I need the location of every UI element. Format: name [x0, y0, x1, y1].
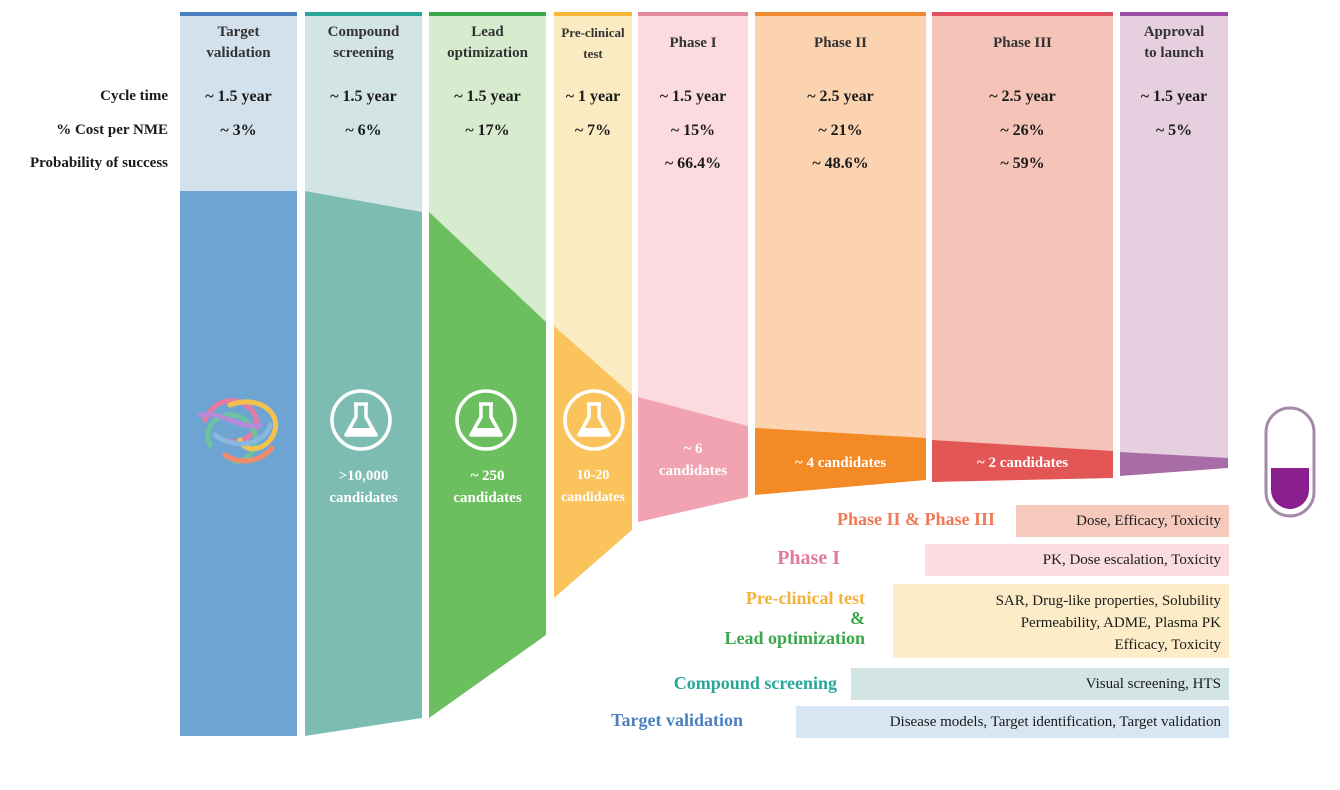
row-label-success: Probability of success: [29, 155, 168, 171]
accent-bar-approval: [1120, 12, 1228, 16]
column-bg-compound-screening: [305, 16, 422, 216]
cost-target-validation: ~ 3%: [220, 122, 257, 139]
cost-phase3: ~ 26%: [1000, 122, 1045, 139]
stage-header-phase1: Phase I: [669, 35, 717, 51]
legend-box-phase2-3: Dose, Efficacy, Toxicity: [1016, 505, 1229, 537]
stage-header-preclinical: Pre-clinical test: [561, 25, 625, 61]
legend-text-preclinical-line2: Permeability, ADME, Plasma PK: [1020, 615, 1221, 631]
success-phase2: ~ 48.6%: [812, 155, 869, 172]
accent-bar-phase1: [638, 12, 748, 16]
candidates-lead-optimization: ~ 250 candidates: [453, 468, 522, 506]
legend-ampersand: &: [850, 608, 865, 628]
candidates-phase3: ~ 2 candidates: [976, 455, 1069, 471]
stage-header-approval: Approval to launch: [1143, 24, 1205, 61]
legend-text-preclinical-line1: SAR, Drug-like properties, Solubility: [995, 593, 1221, 609]
stage-header-target-validation: Target validation: [206, 24, 271, 61]
legend-title-phase1: Phase I: [777, 547, 840, 569]
stage-header-compound-screening: Compound screening: [327, 24, 400, 61]
column-bg-phase1: [638, 16, 748, 436]
legend-title-lead-optimization: Lead optimization: [724, 628, 865, 648]
funnel-band-phase2: [755, 428, 926, 495]
flask-icon-preclinical: [563, 389, 625, 451]
success-phase3: ~ 59%: [1000, 155, 1045, 172]
accent-bar-compound-screening: [305, 12, 422, 16]
cycle-preclinical: ~ 1 year: [565, 88, 621, 105]
accent-bar-target-validation: [180, 12, 297, 16]
stage-header-phase2: Phase II: [814, 35, 867, 51]
cost-phase2: ~ 21%: [818, 122, 863, 139]
cycle-phase3: ~ 2.5 year: [989, 88, 1056, 105]
cost-compound-screening: ~ 6%: [345, 122, 382, 139]
cycle-compound-screening: ~ 1.5 year: [330, 88, 397, 105]
cycle-lead-optimization: ~ 1.5 year: [454, 88, 521, 105]
cycle-approval: ~ 1.5 year: [1140, 88, 1208, 105]
cycle-phase1: ~ 1.5 year: [659, 88, 727, 105]
accent-bar-preclinical: [554, 12, 632, 16]
row-label-cost: % Cost per NME: [56, 122, 168, 138]
success-phase1: ~ 66.4%: [664, 155, 722, 172]
legend-box-phase1: PK, Dose escalation, Toxicity: [925, 544, 1229, 576]
flask-icon-lead-optimization: [455, 389, 517, 451]
candidates-preclinical: 10-20 candidates: [561, 468, 625, 505]
accent-bar-lead-optimization: [429, 12, 546, 16]
cycle-target-validation: ~ 1.5 year: [205, 88, 272, 105]
pill-capsule-icon: [1264, 406, 1316, 518]
funnel-band-phase1: [638, 397, 748, 522]
accent-bar-phase2: [755, 12, 926, 16]
flask-icon-compound-screening: [330, 389, 392, 451]
column-bg-approval: [1120, 16, 1228, 461]
candidates-compound-screening: >10,000 candidates: [329, 468, 398, 506]
stage-header-phase3: Phase III: [993, 35, 1052, 51]
legend-title-compound-screening: Compound screening: [673, 673, 837, 693]
legend-title-preclinical: Pre-clinical test: [745, 588, 865, 608]
funnel-band-approval: [1120, 452, 1228, 476]
stage-header-lead-optimization: Lead optimization: [447, 24, 528, 61]
funnel-band-phase3: [932, 440, 1113, 482]
protein-structure-icon: [197, 398, 279, 465]
legend-text-preclinical-line3: Efficacy, Toxicity: [1114, 637, 1221, 653]
accent-bar-phase3: [932, 12, 1113, 16]
legend-title-phase2-3: Phase II & Phase III: [836, 509, 995, 529]
cost-approval: ~ 5%: [1155, 122, 1193, 139]
row-label-cycle-time: Cycle time: [100, 88, 168, 104]
funnel-band-compound-screening: [305, 191, 422, 736]
funnel-band-preclinical: [554, 326, 632, 598]
candidates-phase1: ~ 6 candidates: [658, 441, 728, 479]
cycle-phase2: ~ 2.5 year: [807, 88, 874, 105]
candidates-phase2: ~ 4 candidates: [794, 455, 887, 471]
cost-phase1: ~ 15%: [670, 122, 716, 139]
column-bg-phase3: [932, 16, 1113, 456]
legend-box-target-validation: Disease models, Target identification, T…: [796, 706, 1229, 738]
funnel-band-lead-optimization: [429, 212, 546, 718]
legend-box-preclinical-lead: SAR, Drug-like properties, Solubility Pe…: [893, 584, 1229, 658]
column-bg-phase2: [755, 16, 926, 446]
cost-preclinical: ~ 7%: [574, 122, 612, 139]
legend-box-compound-screening: Visual screening, HTS: [851, 668, 1229, 700]
legend-title-target-validation: Target validation: [611, 710, 743, 730]
cost-lead-optimization: ~ 17%: [465, 122, 510, 139]
